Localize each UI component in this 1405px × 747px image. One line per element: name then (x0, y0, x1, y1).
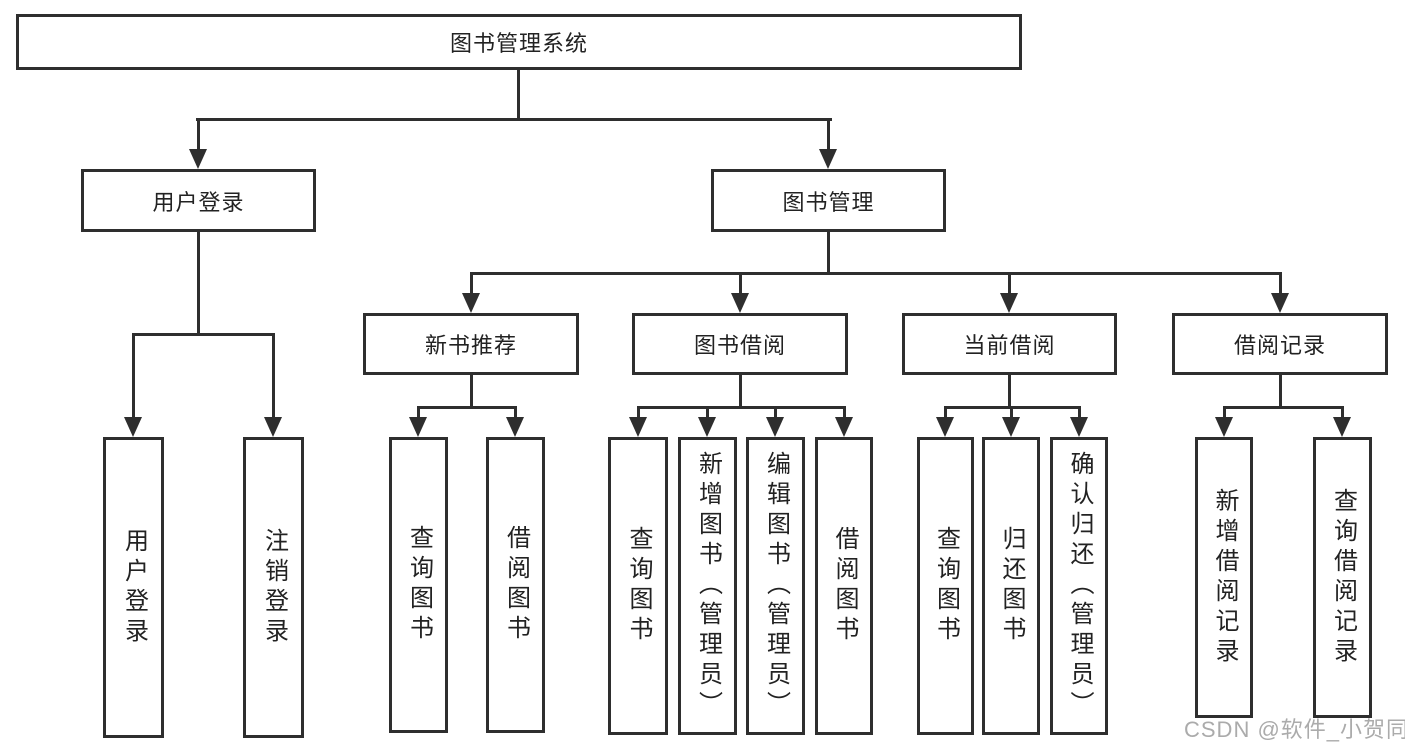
connector-line (706, 406, 709, 420)
arrow-down-icon (731, 293, 749, 313)
connector-line (739, 272, 742, 297)
connector-line (637, 406, 640, 420)
connector-line (1008, 272, 1011, 297)
leaf-query-books-borrowing: 查询图书 (608, 437, 668, 735)
node-book-management: 图书管理 (711, 169, 946, 232)
arrow-down-icon (936, 417, 954, 437)
node-new-book-recommend: 新书推荐 (363, 313, 579, 375)
arrow-down-icon (766, 417, 784, 437)
arrow-down-icon (698, 417, 716, 437)
arrow-down-icon (1215, 417, 1233, 437)
arrow-down-icon (835, 417, 853, 437)
node-label: 借阅图书 (502, 525, 530, 645)
arrow-down-icon (819, 149, 837, 169)
arrow-down-icon (1002, 417, 1020, 437)
connector-line (517, 70, 520, 120)
connector-line (827, 232, 830, 272)
watermark: CSDN @软件_小贺同学 (1184, 717, 1405, 742)
connector-line (1279, 375, 1282, 408)
leaf-add-books-admin: 新增图书（管理员） (678, 437, 737, 735)
arrow-down-icon (1000, 293, 1018, 313)
node-label: 新书推荐 (424, 333, 517, 358)
leaf-edit-books-admin: 编辑图书（管理员） (746, 437, 805, 735)
leaf-borrow-books: 借阅图书 (815, 437, 873, 735)
arrow-down-icon (629, 417, 647, 437)
node-current-borrowing: 当前借阅 (902, 313, 1117, 375)
leaf-query-borrow-record: 查询借阅记录 (1313, 437, 1372, 718)
node-borrowing-records: 借阅记录 (1172, 313, 1388, 375)
leaf-confirm-return-admin: 确认归还（管理员） (1050, 437, 1108, 735)
node-label: 查询图书 (405, 525, 433, 645)
connector-line (1223, 406, 1226, 420)
arrow-down-icon (264, 417, 282, 437)
connector-line (1078, 406, 1081, 420)
arrow-down-icon (1070, 417, 1088, 437)
connector-line (272, 333, 275, 417)
leaf-add-borrow-record: 新增借阅记录 (1195, 437, 1253, 718)
connector-line (197, 232, 200, 335)
node-library-system: 图书管理系统 (16, 14, 1022, 70)
node-label: 图书管理系统 (449, 31, 588, 56)
arrow-down-icon (506, 417, 524, 437)
connector-line (132, 333, 275, 336)
arrow-down-icon (1271, 293, 1289, 313)
node-label: 确认归还（管理员） (1066, 451, 1093, 721)
connector-line (417, 406, 420, 420)
arrow-down-icon (409, 417, 427, 437)
connector-line (944, 406, 947, 420)
connector-line (843, 406, 846, 420)
connector-line (514, 406, 517, 420)
arrow-down-icon (124, 417, 142, 437)
node-label: 当前借阅 (963, 333, 1056, 358)
node-label: 新增图书（管理员） (694, 451, 722, 721)
node-label: 用户登录 (152, 189, 245, 215)
connector-line (774, 406, 777, 420)
connector-line (196, 118, 832, 121)
leaf-logout-login: 注销登录 (243, 437, 304, 738)
leaf-user-login: 用户登录 (103, 437, 164, 738)
node-user-login: 用户登录 (81, 169, 316, 232)
node-label: 查询图书 (625, 526, 652, 646)
node-label: 编辑图书（管理员） (762, 451, 790, 721)
connector-line (1341, 406, 1344, 420)
connector-line (132, 333, 135, 417)
connector-line (1008, 375, 1011, 408)
connector-line (1223, 406, 1344, 409)
node-label: 新增借阅记录 (1211, 487, 1238, 668)
node-label: 归还图书 (998, 526, 1025, 646)
node-book-borrowing: 图书借阅 (632, 313, 848, 375)
connector-line (470, 272, 1282, 275)
connector-line (417, 406, 517, 409)
connector-line (197, 118, 200, 152)
connector-line (827, 118, 830, 152)
connector-line (1010, 406, 1013, 420)
node-label: 查询借阅记录 (1329, 487, 1357, 668)
leaf-return-books: 归还图书 (982, 437, 1040, 735)
node-label: 图书借阅 (693, 333, 786, 358)
connector-line (470, 375, 473, 408)
node-label: 图书管理 (782, 189, 875, 215)
arrow-down-icon (1333, 417, 1351, 437)
node-label: 用户登录 (120, 527, 148, 648)
leaf-query-books-current: 查询图书 (917, 437, 974, 735)
arrow-down-icon (189, 149, 207, 169)
connector-line (637, 406, 846, 409)
node-label: 注销登录 (260, 527, 288, 648)
connector-line (470, 272, 473, 297)
node-label: 借阅记录 (1233, 333, 1326, 358)
leaf-borrow-books-recommend: 借阅图书 (486, 437, 545, 733)
arrow-down-icon (462, 293, 480, 313)
node-label: 借阅图书 (831, 526, 858, 646)
connector-line (1279, 272, 1282, 297)
node-label: 查询图书 (932, 526, 960, 646)
leaf-query-books-recommend: 查询图书 (389, 437, 448, 733)
connector-line (739, 375, 742, 408)
